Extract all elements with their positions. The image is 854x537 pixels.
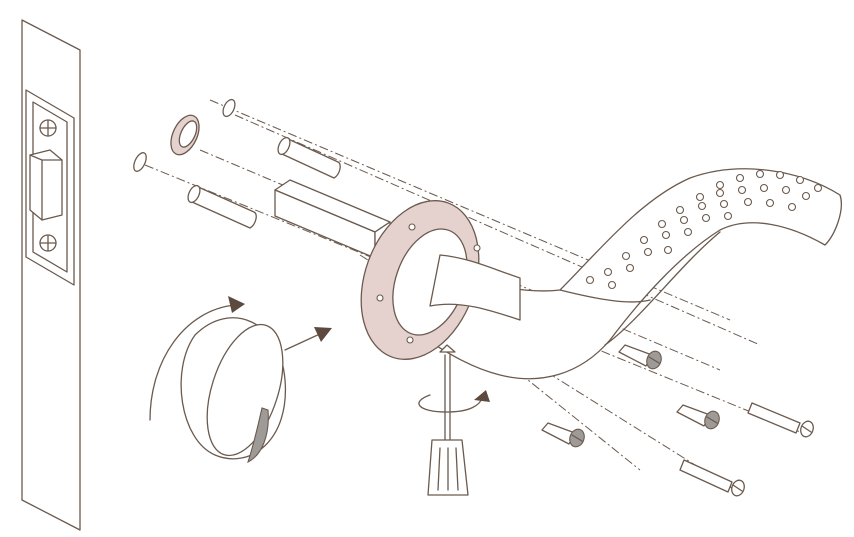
cover-cap-icon: [180, 317, 287, 464]
screw-icon: [679, 459, 745, 497]
square-spindle-icon: [274, 179, 391, 259]
rosette-icon: [360, 200, 521, 360]
latch-bolt-icon: [29, 149, 63, 221]
mounting-pin-icon: [187, 184, 257, 229]
screwdriver-icon: [427, 344, 469, 496]
insert-arrow-icon: [284, 327, 332, 351]
lever-handle-icon: [409, 168, 842, 380]
screw-icon: [618, 344, 662, 370]
washer-icon: [133, 152, 147, 172]
latch-plate-icon: [21, 19, 81, 531]
screw-icon: [747, 402, 814, 438]
screw-icon: [676, 404, 720, 430]
mounting-pin-icon: [277, 136, 341, 179]
plate-screw-top-icon: [39, 119, 57, 137]
plate-screw-bottom-icon: [39, 234, 57, 252]
rotate-arrow-icon: [149, 296, 245, 421]
rotate-arrow-icon: [418, 390, 490, 413]
screw-icon: [541, 422, 585, 448]
handle-grip-dots: [585, 169, 823, 290]
bushing-ring-icon: [170, 114, 200, 156]
washer-icon: [222, 98, 236, 118]
